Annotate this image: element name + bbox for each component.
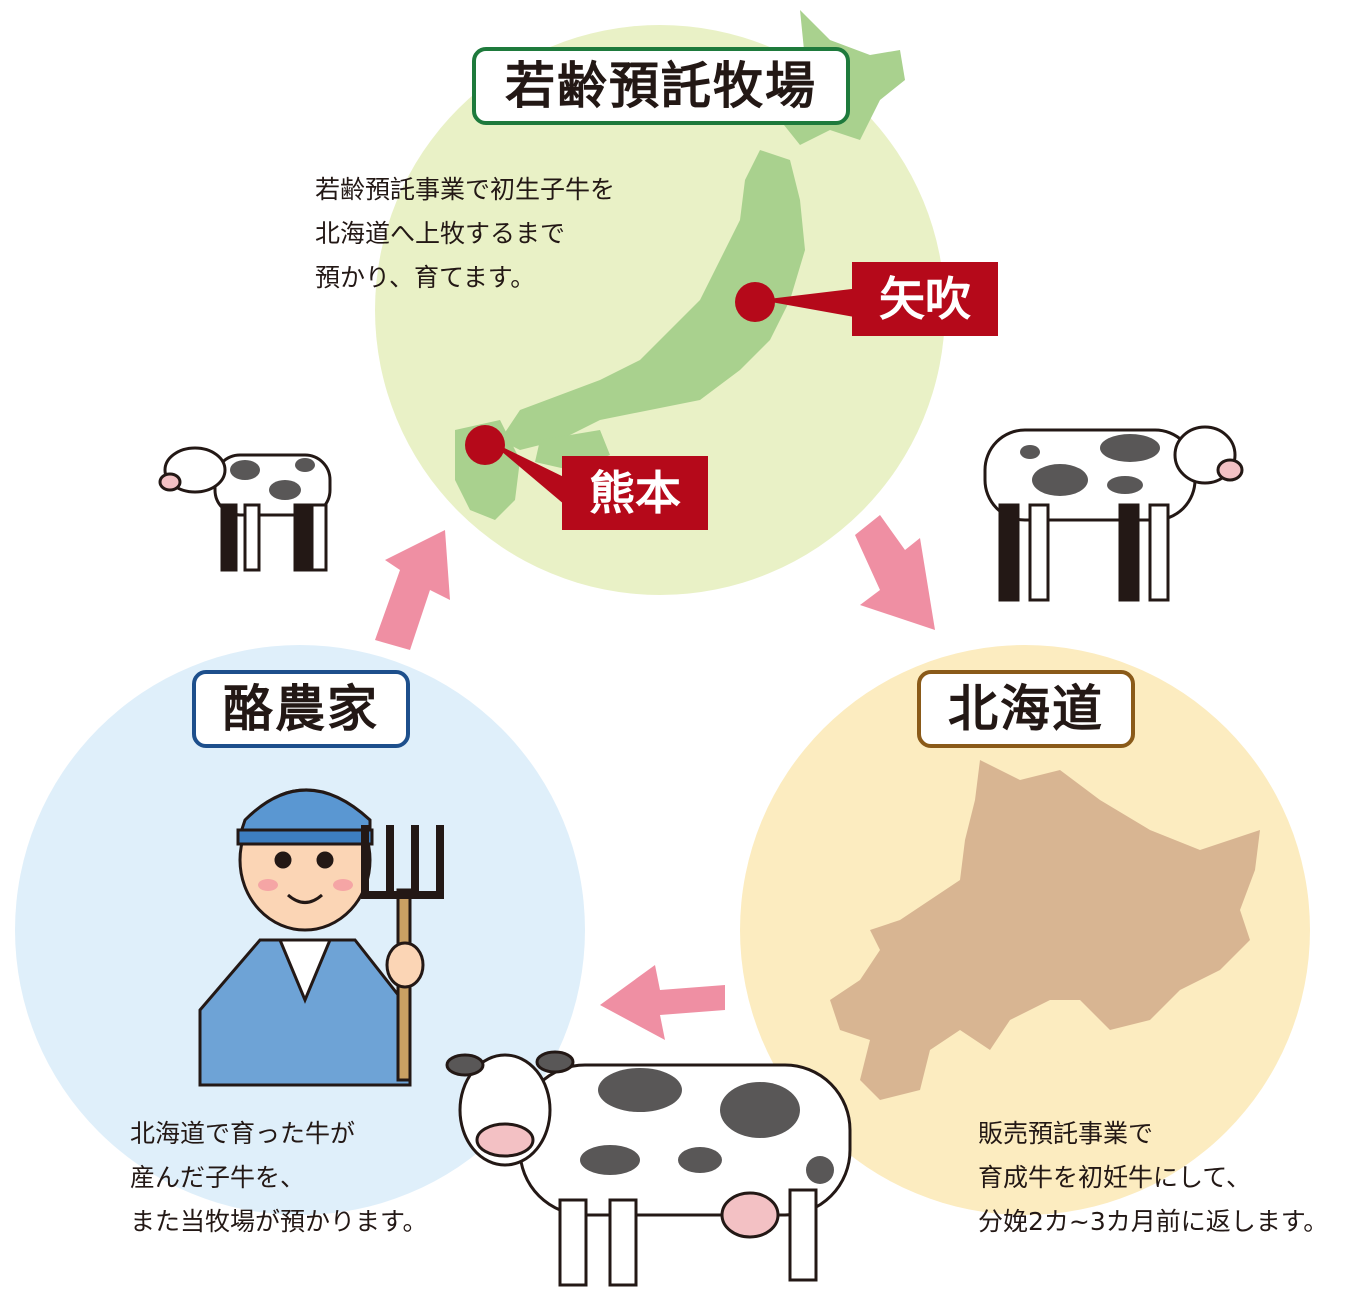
ranch-description: 若齢預託事業で初生子牛を 北海道へ上牧するまで 預かり、育てます。: [315, 175, 616, 292]
ranch-title: 若齢預託牧場: [472, 47, 850, 125]
heifer-right: [983, 425, 1244, 602]
ranch-circle: [375, 25, 945, 595]
calf-left: [158, 446, 332, 572]
hokkaido-map: [830, 760, 1260, 1100]
place-label-kumamoto: 熊本: [562, 456, 708, 530]
arrow-to-ranch: [375, 530, 450, 650]
place-label-yabuki: 矢吹: [852, 262, 998, 336]
dairy-farmer: [198, 788, 444, 1087]
arrow-to-farmer: [600, 965, 725, 1040]
dairy-farmer-description: 北海道で育った牛が 産んだ子牛を、 また当牧場が預かります。: [130, 1119, 428, 1236]
dairy-farmer-title: 酪農家: [192, 670, 410, 748]
hokkaido-description: 販売預託事業で 育成牛を初妊牛にして、 分娩2カ~3カ月前に返します。: [978, 1119, 1329, 1236]
dairy-cow: [445, 1050, 852, 1287]
kumamoto-marker: [465, 425, 570, 505]
yabuki-marker: [735, 282, 860, 322]
arrow-to-hokkaido: [855, 515, 935, 630]
hokkaido-title: 北海道: [917, 670, 1135, 748]
